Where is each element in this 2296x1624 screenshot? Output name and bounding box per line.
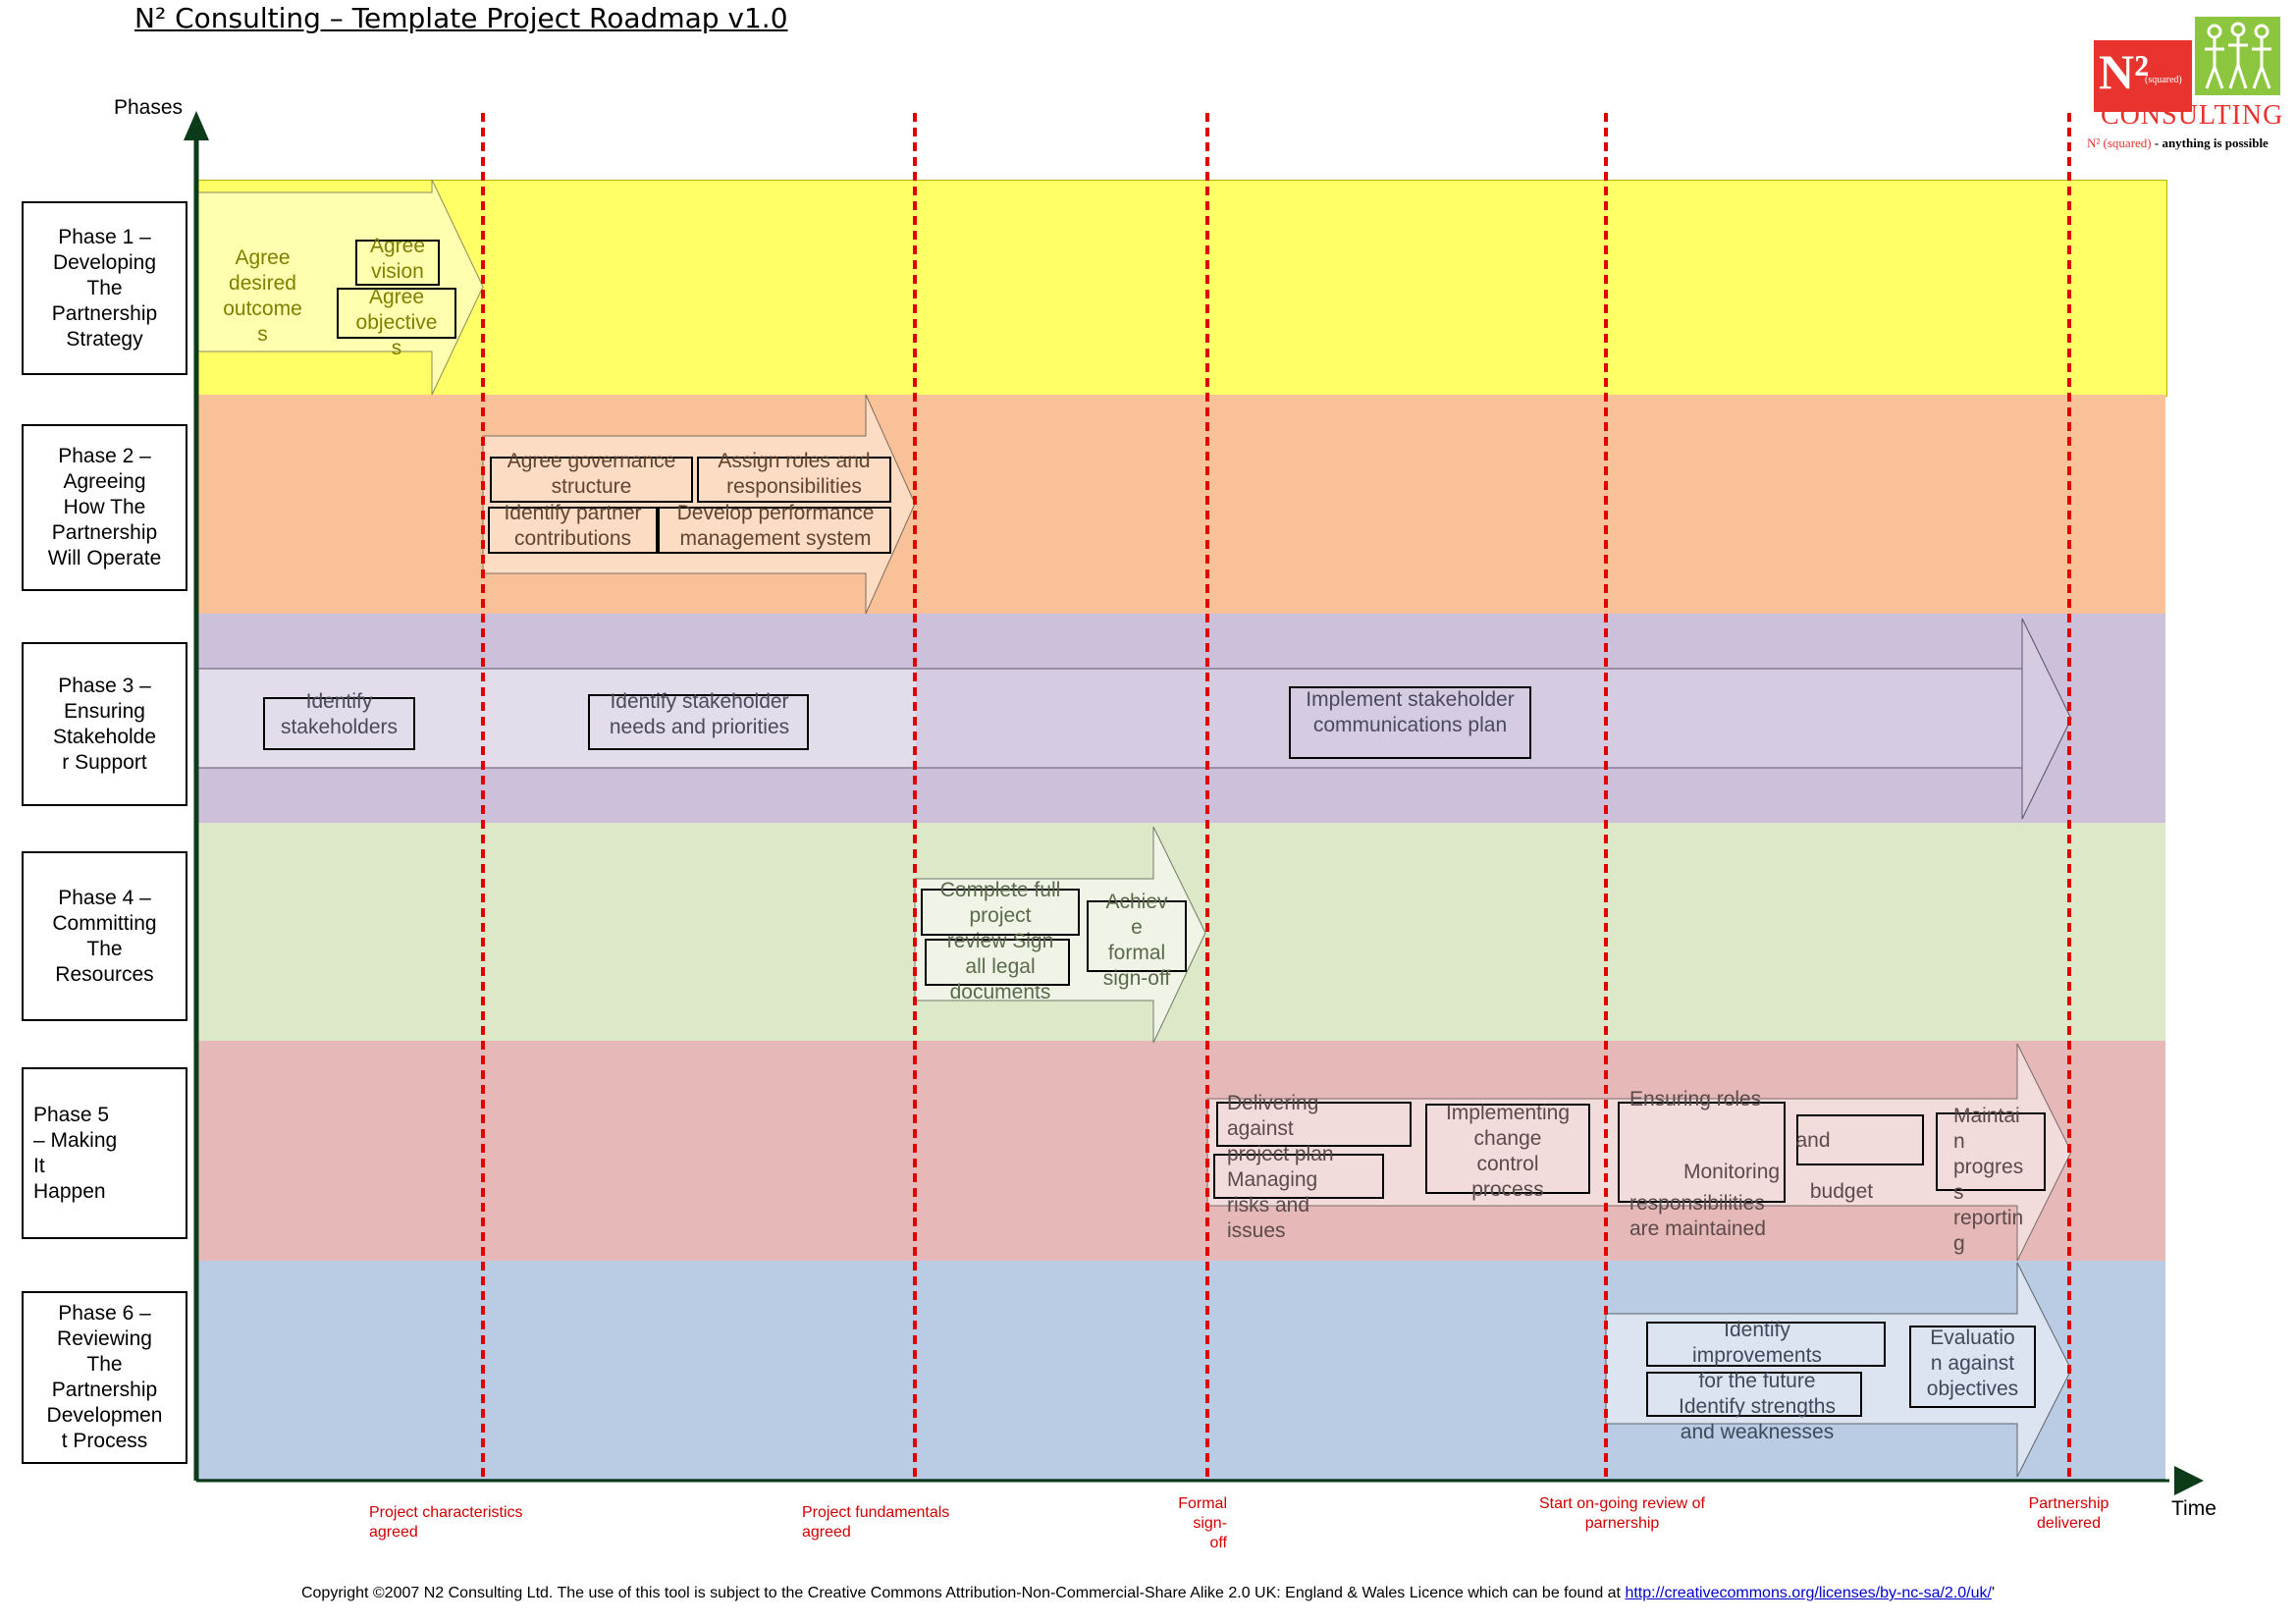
- task-sign-off-box: [1087, 900, 1187, 972]
- task-governance: Agree governance structure: [507, 450, 676, 498]
- task-agree-vision: Agree vision: [369, 235, 426, 283]
- page-title: N² Consulting – Template Project Roadmap…: [134, 2, 788, 34]
- task-stakeholder-needs: Identify stakeholder needs and prioritie…: [609, 690, 790, 738]
- logo-tag-prefix: N² (squared): [2087, 135, 2152, 150]
- phase-5-arrow: [1206, 1043, 2072, 1262]
- task-evaluation: Evaluatio n against objectives: [1926, 1326, 2019, 1400]
- phase-2-label: Phase 2 – Agreeing How The Partnership W…: [22, 424, 187, 591]
- phase-6-arrow: [1605, 1262, 2072, 1478]
- milestone-2-label: Project fundamentals agreed: [802, 1504, 950, 1541]
- task-delivering-box: [1216, 1102, 1412, 1147]
- company-logo: N² (squared) CONSULTING N² (squared) - a…: [2087, 14, 2296, 161]
- copyright-footer: Copyright ©2007 N2 Consulting Ltd. The u…: [0, 1585, 2296, 1602]
- task-identify-stakeholders: Identify stakeholders: [280, 690, 399, 738]
- y-axis-arrowhead: [184, 111, 209, 140]
- task-roles: Assign roles and responsibilities: [718, 450, 871, 498]
- task-agree-outcomes: Agree desired outcome s: [223, 246, 302, 346]
- task-responsibilities: responsibilities are maintained: [1629, 1192, 1766, 1240]
- task-delivering: Delivering against project plan: [1227, 1092, 1334, 1165]
- people-icon: [2205, 22, 2271, 89]
- footer-text: Copyright ©2007 N2 Consulting Ltd. The u…: [300, 1585, 1626, 1601]
- task-managing: Managing risks and issues: [1227, 1168, 1318, 1242]
- task-performance-box: [658, 507, 891, 554]
- milestone-4-label: Start on-going review of parnership: [1539, 1495, 1705, 1532]
- task-comms-plan: Implement stakeholder communications pla…: [1306, 688, 1515, 736]
- task-agree-objectives: Agree objective s: [355, 286, 438, 359]
- logo-red-block: [2094, 40, 2192, 112]
- milestone-5-label: Partnership delivered: [2028, 1495, 2109, 1532]
- phase-5-label: Phase 5 – Making It Happen: [22, 1067, 187, 1239]
- task-comms-plan-box: [1289, 686, 1531, 759]
- task-ensuring-roles-box: [1618, 1102, 1786, 1203]
- task-evaluation-box: [1909, 1326, 2036, 1408]
- task-performance: Develop performance management system: [676, 502, 875, 550]
- task-budget: budget: [1809, 1180, 1874, 1203]
- y-axis-label: Phases: [114, 96, 184, 119]
- logo-mark: N²: [2099, 44, 2150, 99]
- phase-2-arrow: [482, 394, 916, 615]
- task-contributions-box: [488, 507, 658, 554]
- task-identify-stakeholders-box: [263, 697, 415, 750]
- task-project-review-box-1: [921, 889, 1080, 936]
- task-improvements-box-1: [1646, 1322, 1886, 1367]
- task-sign-off: Achiev e formal sign-off: [1102, 891, 1171, 990]
- task-stakeholder-needs-box: [588, 694, 809, 750]
- task-project-review-box-2: [925, 939, 1070, 986]
- phase-4-label: Phase 4 – Committing The Resources: [22, 851, 187, 1021]
- task-change-control-box: [1425, 1104, 1590, 1194]
- licence-link[interactable]: http://creativecommons.org/licenses/by-n…: [1625, 1585, 1992, 1601]
- phase-1-band: [196, 180, 2167, 397]
- phase-3-label: Phase 3 – Ensuring Stakeholde r Support: [22, 642, 187, 806]
- task-agree-objectives-box: [337, 288, 456, 339]
- logo-tagline: N² (squared) - anything is possible: [2087, 135, 2269, 151]
- milestone-1-label: Project characteristics agreed: [369, 1504, 523, 1541]
- task-improvements-box-2: [1646, 1372, 1862, 1417]
- task-agree-vision-box: [355, 240, 440, 286]
- logo-sub: (squared): [2145, 75, 2182, 85]
- logo-tag-suffix: - anything is possible: [2151, 135, 2269, 150]
- phase-1-label: Phase 1 – Developing The Partnership Str…: [22, 201, 187, 375]
- phase-3-shade: [916, 615, 2165, 822]
- task-contributions: Identify partner contributions: [504, 502, 642, 550]
- logo-name: CONSULTING: [2101, 100, 2284, 131]
- task-ensuring-roles: Ensuring roles: [1629, 1088, 1762, 1110]
- task-budget-box: [1796, 1114, 1924, 1165]
- task-and: and: [1795, 1129, 1831, 1152]
- task-change-control: Implementing change control process: [1445, 1102, 1571, 1201]
- milestone-3-label: Formal sign- off: [1178, 1495, 1227, 1551]
- task-progress-reporting: Maintai n progres s reportin g: [1953, 1105, 2024, 1255]
- task-managing-box: [1213, 1154, 1384, 1199]
- task-progress-box: [1936, 1112, 2046, 1191]
- phase-1-arrow: [195, 179, 484, 396]
- footer-tail: ': [1991, 1585, 1996, 1601]
- phase-6-label: Phase 6 – Reviewing The Partnership Deve…: [22, 1291, 187, 1464]
- task-project-review: Complete full project review Sign all le…: [939, 879, 1061, 1003]
- task-monitoring: Monitoring: [1683, 1161, 1781, 1183]
- x-axis-arrowhead: [2174, 1466, 2204, 1495]
- x-axis-label: Time: [2171, 1497, 2216, 1520]
- task-improvements: Identify improvements for the future Ide…: [1679, 1319, 1836, 1443]
- task-roles-box: [697, 457, 891, 503]
- task-governance-box: [490, 457, 693, 503]
